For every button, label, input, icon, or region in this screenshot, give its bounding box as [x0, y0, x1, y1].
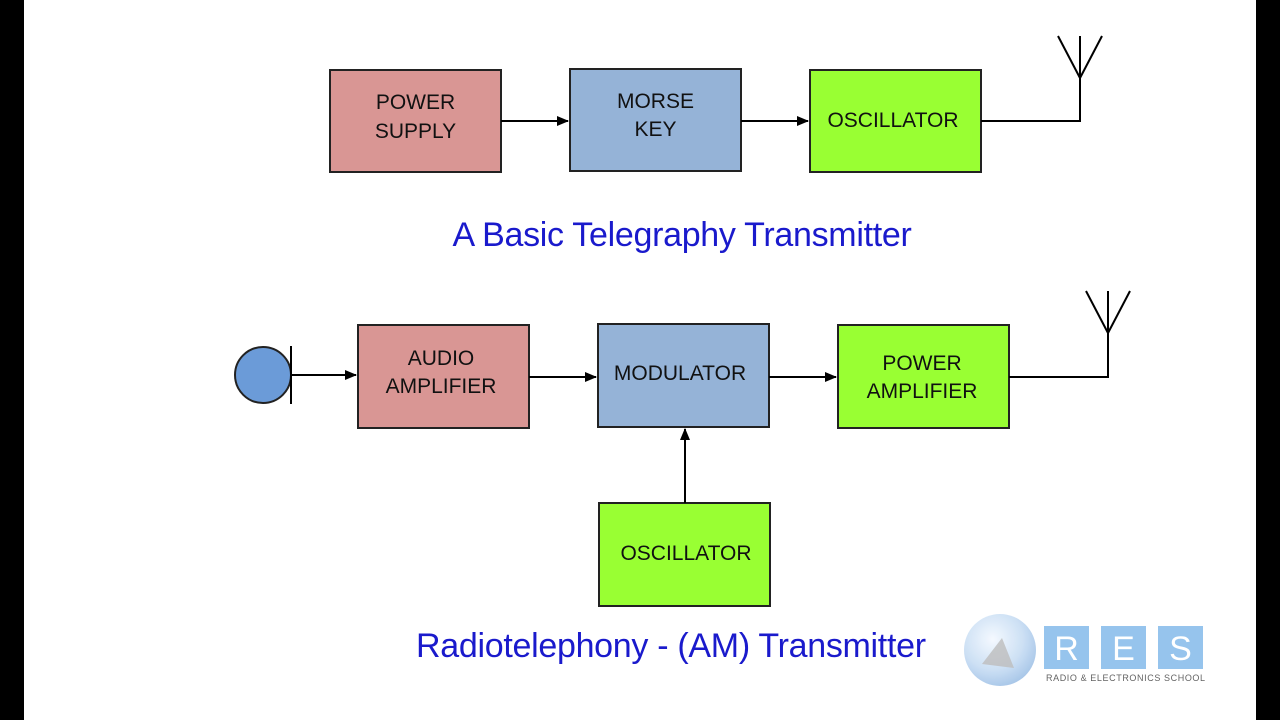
telegraphy-diagram: POWER SUPPLY MORSE KEY OSCILLATOR A Basi… [329, 35, 1103, 254]
oscillator-label: OSCILLATOR [827, 109, 958, 132]
morse-key-block: MORSE KEY [569, 68, 742, 172]
morse-key-box [569, 68, 742, 172]
antenna-icon [1009, 290, 1131, 378]
audio-amplifier-block: AUDIO AMPLIFIER [357, 324, 530, 429]
power-supply-label: POWER [376, 91, 455, 114]
res-logo: R E S RADIO & ELECTRONICS SCHOOL [962, 610, 1214, 688]
audio-amplifier-box [357, 324, 530, 429]
morse-key-label: KEY [634, 118, 676, 141]
slide: POWER SUPPLY MORSE KEY OSCILLATOR A Basi… [24, 0, 1256, 720]
oscillator-label: OSCILLATOR [620, 542, 751, 565]
block-diagram: POWER SUPPLY MORSE KEY OSCILLATOR A Basi… [234, 35, 1214, 688]
oscillator-box [809, 69, 982, 173]
telegraphy-caption: A Basic Telegraphy Transmitter [452, 216, 911, 254]
power-amplifier-box [837, 324, 1010, 429]
satellite-dish-icon [982, 638, 1014, 668]
audio-amplifier-label: AUDIO [408, 347, 475, 370]
modulator-block: MODULATOR [597, 323, 770, 428]
power-supply-box [329, 69, 502, 173]
logo-letter: R [1054, 630, 1079, 668]
modulator-label: MODULATOR [614, 362, 746, 385]
antenna-icon [981, 35, 1103, 122]
logo-subtitle: RADIO & ELECTRONICS SCHOOL [1046, 673, 1206, 683]
power-amplifier-block: POWER AMPLIFIER [837, 324, 1010, 429]
oscillator-block: OSCILLATOR [809, 69, 982, 173]
power-amplifier-label: AMPLIFIER [867, 380, 978, 403]
logo-letter: E [1112, 630, 1135, 668]
logo-letter: S [1169, 630, 1192, 668]
morse-key-label: MORSE [617, 90, 694, 113]
radiotelephony-diagram: AUDIO AMPLIFIER MODULATOR POWER AMPLIFIE… [234, 290, 1131, 665]
oscillator-block: OSCILLATOR [598, 502, 771, 607]
power-supply-label: SUPPLY [375, 120, 456, 143]
power-supply-block: POWER SUPPLY [329, 69, 502, 173]
microphone-icon [234, 346, 292, 404]
modulator-box [597, 323, 770, 428]
radiotelephony-caption: Radiotelephony - (AM) Transmitter [416, 627, 926, 665]
audio-amplifier-label: AMPLIFIER [386, 375, 497, 398]
power-amplifier-label: POWER [882, 352, 961, 375]
